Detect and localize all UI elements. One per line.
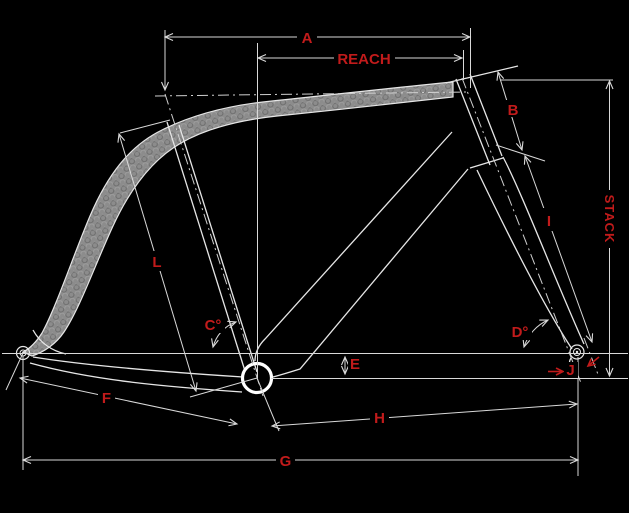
steering-axis-line bbox=[461, 77, 582, 384]
label-h: H bbox=[374, 410, 385, 427]
label-c-angle: C° bbox=[205, 317, 222, 334]
label-reach: REACH bbox=[337, 51, 390, 68]
dim-f bbox=[5, 352, 239, 427]
label-l: L bbox=[152, 254, 161, 271]
labels-group: A REACH B STACK I L C° D° E J F H G bbox=[98, 28, 619, 470]
label-b: B bbox=[508, 102, 519, 119]
label-g: G bbox=[280, 453, 292, 470]
dim-h bbox=[256, 377, 579, 432]
label-e: E bbox=[350, 356, 360, 373]
dim-j-arrows bbox=[548, 356, 600, 372]
down-tube bbox=[254, 131, 469, 378]
dim-d-arc bbox=[522, 319, 550, 349]
dimensions-group bbox=[2, 28, 628, 476]
label-d-angle: D° bbox=[512, 324, 529, 341]
fork-offset-axle-line bbox=[583, 337, 600, 378]
label-j: J bbox=[566, 362, 574, 379]
head-top-horizontal-dashline bbox=[154, 91, 468, 97]
dim-a bbox=[160, 28, 472, 92]
label-a: A bbox=[302, 30, 313, 47]
label-f: F bbox=[102, 390, 111, 407]
label-stack: STACK bbox=[602, 195, 617, 244]
dim-i bbox=[523, 154, 594, 344]
label-i: I bbox=[547, 213, 551, 230]
